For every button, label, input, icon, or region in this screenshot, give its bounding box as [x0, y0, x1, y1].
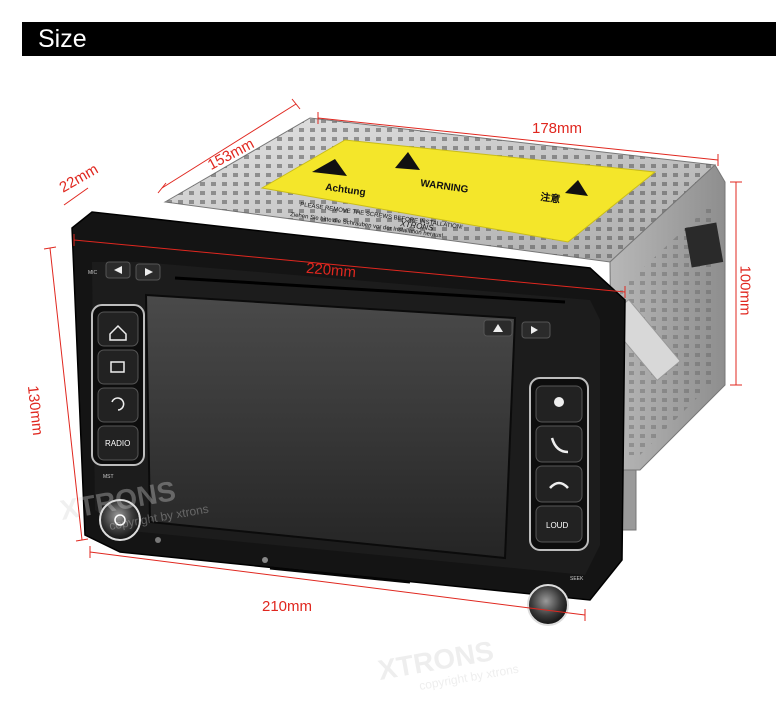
seek-label: SEEK: [570, 576, 584, 582]
power-volume-knob[interactable]: [99, 499, 141, 541]
dimension-bottom-width: 210mm: [262, 598, 313, 615]
phone-answer-icon: [550, 437, 569, 454]
home-button[interactable]: [97, 311, 139, 347]
dimension-width-top: 178mm: [532, 120, 583, 137]
disc-slot: [174, 276, 566, 304]
location-pin-icon: [554, 397, 564, 407]
header-title: Size: [38, 25, 87, 53]
screen[interactable]: [144, 293, 517, 560]
label-warning-right: 注意: [540, 190, 562, 206]
warning-label: Achtung WARNING 注意 PLEASE REMOVE THE SCR…: [260, 139, 657, 243]
play-pause-icon: [531, 326, 538, 334]
back-button[interactable]: [97, 387, 139, 423]
sd-card-slot: [269, 566, 411, 584]
left-button-column: RADIO: [91, 304, 145, 466]
home-icon: [109, 324, 127, 341]
seek-knob[interactable]: [527, 584, 569, 626]
phone-hangup-icon: [549, 481, 569, 489]
warning-triangle-icon: [395, 152, 420, 170]
window-icon: [110, 361, 125, 373]
side-connector: [684, 222, 724, 268]
right-button-column: LOUD: [529, 377, 589, 551]
front-panel: [71, 211, 626, 601]
section-header: Size: [22, 22, 776, 56]
power-icon: [114, 514, 126, 526]
dimension-lines: [43, 98, 742, 621]
dimension-height-right: 100mm: [736, 265, 754, 316]
gps-icon: [262, 557, 268, 563]
menu-button[interactable]: [97, 349, 139, 385]
prev-icon: [114, 266, 122, 274]
chassis-side: [605, 164, 726, 531]
next-icon: [145, 268, 153, 276]
mic-label: MIC: [88, 270, 98, 276]
loud-button[interactable]: [535, 505, 583, 543]
loud-button-label: LOUD: [546, 521, 568, 530]
back-icon: [111, 397, 125, 411]
eject-icon: [493, 324, 503, 332]
radio-button[interactable]: [97, 425, 139, 461]
warning-triangle-icon: [565, 180, 588, 196]
call-answer-button[interactable]: [535, 425, 583, 463]
mst-label: MST: [103, 474, 114, 480]
camera-icon: [155, 537, 161, 543]
warning-triangle-icon: [312, 159, 347, 176]
radio-button-label: RADIO: [105, 439, 130, 448]
